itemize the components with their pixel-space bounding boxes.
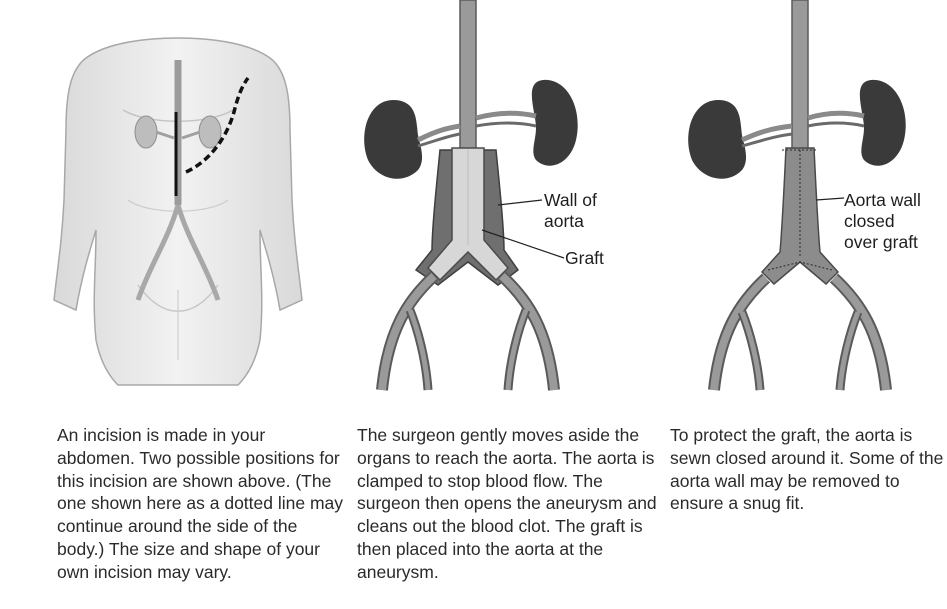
left-kidney [688, 100, 746, 179]
label-wall-of-aorta: Wall of aorta [544, 190, 597, 232]
caption-aorta-closed: To protect the graft, the aorta is sewn … [670, 424, 945, 515]
label-aorta-wall-closed: Aorta wall closed over graft [844, 190, 921, 253]
suture-line [768, 150, 832, 270]
label-graft: Graft [565, 248, 604, 269]
right-kidney [532, 80, 578, 166]
left-kidney [135, 116, 157, 148]
caption-graft-placement: The surgeon gently moves aside the organ… [357, 424, 657, 584]
torso-illustration [28, 0, 328, 400]
closed-leader-line [816, 198, 844, 200]
aorta-upper [460, 0, 476, 150]
wall-leader-line [498, 200, 542, 205]
graft-placement-illustration [348, 0, 648, 400]
right-kidney [199, 116, 221, 148]
aorta-upper [792, 0, 808, 150]
right-kidney [860, 80, 906, 166]
left-kidney [364, 100, 422, 179]
caption-incision: An incision is made in your abdomen. Two… [57, 424, 347, 584]
